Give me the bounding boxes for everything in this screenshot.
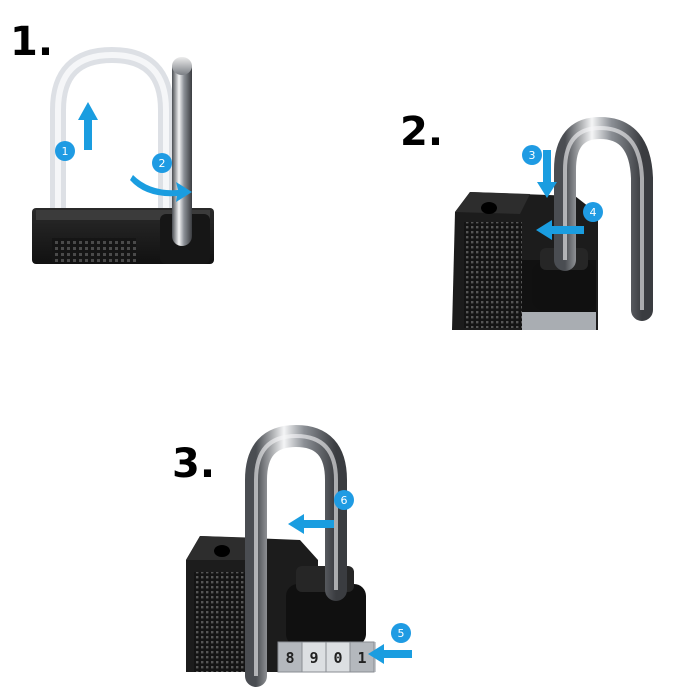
- step-3-label: 3.: [172, 441, 216, 487]
- arrow-left: [288, 514, 334, 534]
- dial-digit-1: 8: [285, 649, 294, 667]
- marker-5-badge: [391, 623, 411, 643]
- dial-digit-3: 0: [333, 649, 342, 667]
- combination-dials: 8 9 0 1: [277, 641, 376, 673]
- step-3-illustration: 8 9 0 1 6 5: [186, 424, 412, 687]
- arrow-left: [368, 644, 412, 664]
- dial-digit-2: 9: [309, 649, 318, 667]
- marker-1-text: 1: [62, 145, 69, 158]
- marker-3-badge: [522, 145, 542, 165]
- arrow-down: [537, 150, 557, 198]
- grip-texture: [464, 222, 522, 328]
- marker-5-text: 5: [398, 627, 405, 640]
- step-2-label: 2.: [400, 109, 444, 155]
- marker-4-badge: [583, 202, 603, 222]
- shackle-leg: [172, 58, 192, 246]
- marker-2-badge: [152, 153, 172, 173]
- dial-peek: [522, 312, 596, 330]
- marker-6-badge: [334, 490, 354, 510]
- keyhole: [214, 545, 230, 557]
- arrow-left: [536, 220, 584, 240]
- marker-6-text: 6: [341, 494, 348, 507]
- marker-2-text: 2: [159, 157, 166, 170]
- step-1-label: 1.: [10, 19, 54, 65]
- arrow-curve: [130, 175, 192, 202]
- grip-texture: [52, 238, 136, 262]
- keyhole: [481, 202, 497, 214]
- marker-3-text: 3: [529, 149, 536, 162]
- marker-1-badge: [55, 141, 75, 161]
- marker-4-text: 4: [590, 206, 597, 219]
- dial-digit-4: 1: [357, 649, 366, 667]
- step-2-illustration: 3 4: [452, 116, 653, 330]
- arrow-up: [78, 102, 98, 150]
- step-1-illustration: 1 2: [32, 46, 214, 264]
